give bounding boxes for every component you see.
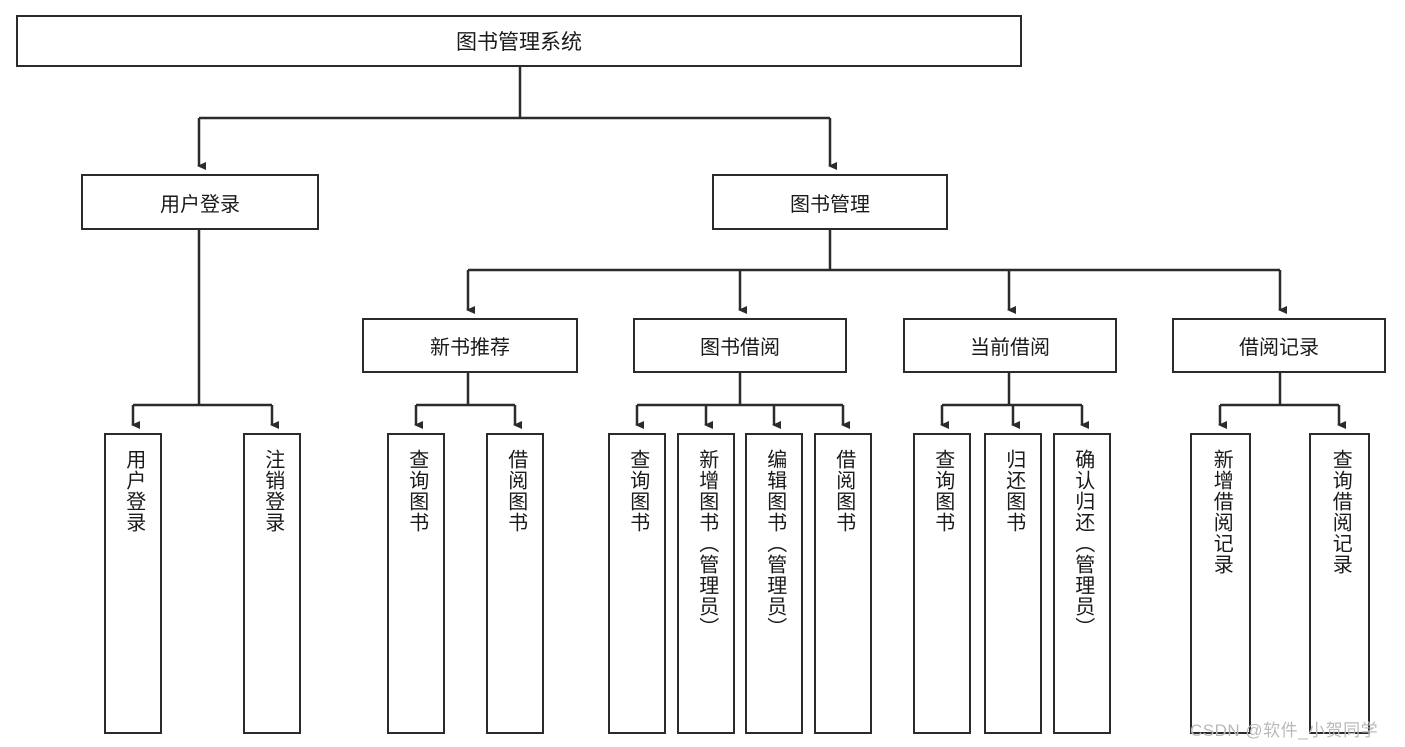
node-leaf-user-login-label: 用户登录 bbox=[122, 449, 145, 533]
node-leaf-query-book-3-label: 查询图书 bbox=[931, 449, 954, 533]
node-book-borrow[interactable]: 图书借阅 bbox=[633, 318, 847, 373]
edge-bookmanage-to-level3 bbox=[466, 230, 1287, 314]
node-book-borrow-label: 图书借阅 bbox=[700, 337, 780, 359]
node-borrow-record[interactable]: 借阅记录 bbox=[1172, 318, 1386, 373]
node-leaf-edit-book-label: 编辑图书（管理员） bbox=[763, 449, 786, 638]
node-leaf-query-book-2[interactable]: 查询图书 bbox=[608, 433, 666, 734]
node-user-login[interactable]: 用户登录 bbox=[81, 174, 319, 230]
node-book-manage-label: 图书管理 bbox=[790, 193, 870, 216]
node-leaf-query-book-3[interactable]: 查询图书 bbox=[913, 433, 971, 734]
node-root-label: 图书管理系统 bbox=[456, 31, 582, 54]
node-leaf-query-record-label: 查询借阅记录 bbox=[1329, 449, 1352, 575]
node-leaf-query-book-2-label: 查询图书 bbox=[626, 449, 649, 533]
node-leaf-return-book[interactable]: 归还图书 bbox=[984, 433, 1042, 734]
node-leaf-query-book-1[interactable]: 查询图书 bbox=[387, 433, 445, 734]
watermark: CSDN @软件_小贺同学 bbox=[1190, 721, 1379, 740]
node-leaf-add-book-label: 新增图书（管理员） bbox=[695, 449, 718, 638]
node-leaf-return-book-label: 归还图书 bbox=[1002, 449, 1025, 533]
node-leaf-user-login[interactable]: 用户登录 bbox=[104, 433, 162, 734]
node-leaf-add-record[interactable]: 新增借阅记录 bbox=[1190, 433, 1251, 734]
node-leaf-borrow-book-2-label: 借阅图书 bbox=[832, 449, 855, 533]
node-leaf-logout-label: 注销登录 bbox=[261, 449, 284, 533]
node-leaf-borrow-book-2[interactable]: 借阅图书 bbox=[814, 433, 872, 734]
node-leaf-confirm-return-label: 确认归还（管理员） bbox=[1071, 449, 1094, 638]
edge-userlogin-to-leaves bbox=[131, 230, 279, 429]
node-new-book-recommend-label: 新书推荐 bbox=[430, 337, 510, 359]
node-new-book-recommend[interactable]: 新书推荐 bbox=[362, 318, 578, 373]
node-borrow-record-label: 借阅记录 bbox=[1239, 337, 1319, 359]
edge-newbook-to-leaves bbox=[414, 373, 522, 429]
node-leaf-edit-book[interactable]: 编辑图书（管理员） bbox=[745, 433, 803, 734]
node-current-borrow-label: 当前借阅 bbox=[970, 337, 1050, 359]
node-leaf-add-book[interactable]: 新增图书（管理员） bbox=[677, 433, 735, 734]
node-leaf-query-record[interactable]: 查询借阅记录 bbox=[1309, 433, 1370, 734]
node-current-borrow[interactable]: 当前借阅 bbox=[903, 318, 1117, 373]
node-book-manage[interactable]: 图书管理 bbox=[712, 174, 948, 230]
node-leaf-confirm-return[interactable]: 确认归还（管理员） bbox=[1053, 433, 1111, 734]
node-user-login-label: 用户登录 bbox=[160, 193, 240, 216]
node-leaf-borrow-book-1-label: 借阅图书 bbox=[504, 449, 527, 533]
edge-root-to-level2 bbox=[197, 67, 837, 170]
node-root[interactable]: 图书管理系统 bbox=[16, 15, 1022, 67]
edge-borrowrecord-to-leaves bbox=[1218, 373, 1346, 429]
node-leaf-logout[interactable]: 注销登录 bbox=[243, 433, 301, 734]
node-leaf-add-record-label: 新增借阅记录 bbox=[1210, 449, 1233, 575]
edge-bookborrow-to-leaves bbox=[635, 373, 850, 429]
node-leaf-query-book-1-label: 查询图书 bbox=[405, 449, 428, 533]
node-leaf-borrow-book-1[interactable]: 借阅图书 bbox=[486, 433, 544, 734]
edge-currentborrow-to-leaves bbox=[940, 373, 1089, 429]
